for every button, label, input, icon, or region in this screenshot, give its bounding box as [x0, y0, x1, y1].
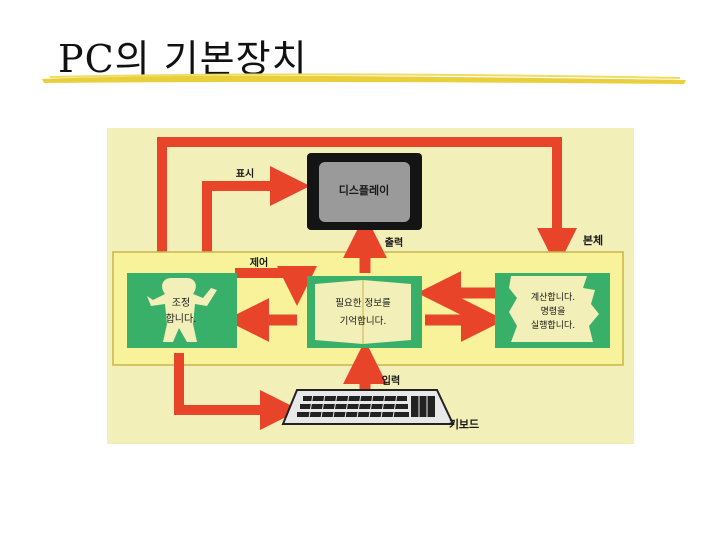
- display-arrow: [202, 166, 310, 276]
- cpu-unit-line2: 명령을: [541, 305, 566, 317]
- control-arrow: [235, 265, 317, 306]
- control-to-keyboard-arrow: [174, 353, 300, 430]
- display-label: 디스플레이: [339, 183, 390, 197]
- memory-unit-line1: 필요한 정보를: [335, 297, 391, 309]
- title-underline: [42, 73, 686, 84]
- input-label: 입력: [382, 374, 400, 387]
- memory-unit-line2: 기억합니다.: [340, 315, 387, 327]
- keyboard: [281, 389, 455, 425]
- top-loop-arrow: [157, 137, 577, 276]
- memory-unit: 필요한 정보를 기억합니다.: [307, 276, 422, 348]
- display-arrow-label: 표시: [236, 168, 254, 180]
- cpu-unit-line3: 실행합니다.: [531, 319, 575, 331]
- cpu-unit-line1: 계산합니다.: [531, 291, 575, 303]
- control-label: 제어: [250, 256, 268, 269]
- pc-components-diagram: 디스플레이 표시 출력 본체 제어 입력 조정 합니다. 필요한 정보를 기억합…: [107, 128, 634, 444]
- control-unit: 조정 합니다.: [127, 273, 237, 348]
- body-label: 본체: [583, 233, 603, 247]
- cpu-unit: 계산합니다. 명령을 실행합니다.: [495, 273, 610, 348]
- output-label: 출력: [385, 236, 403, 249]
- keyboard-label: 키보드: [449, 417, 479, 431]
- display-monitor: 디스플레이: [307, 153, 422, 230]
- control-unit-line1: 조정: [172, 297, 190, 309]
- control-unit-line2: 합니다.: [166, 313, 197, 325]
